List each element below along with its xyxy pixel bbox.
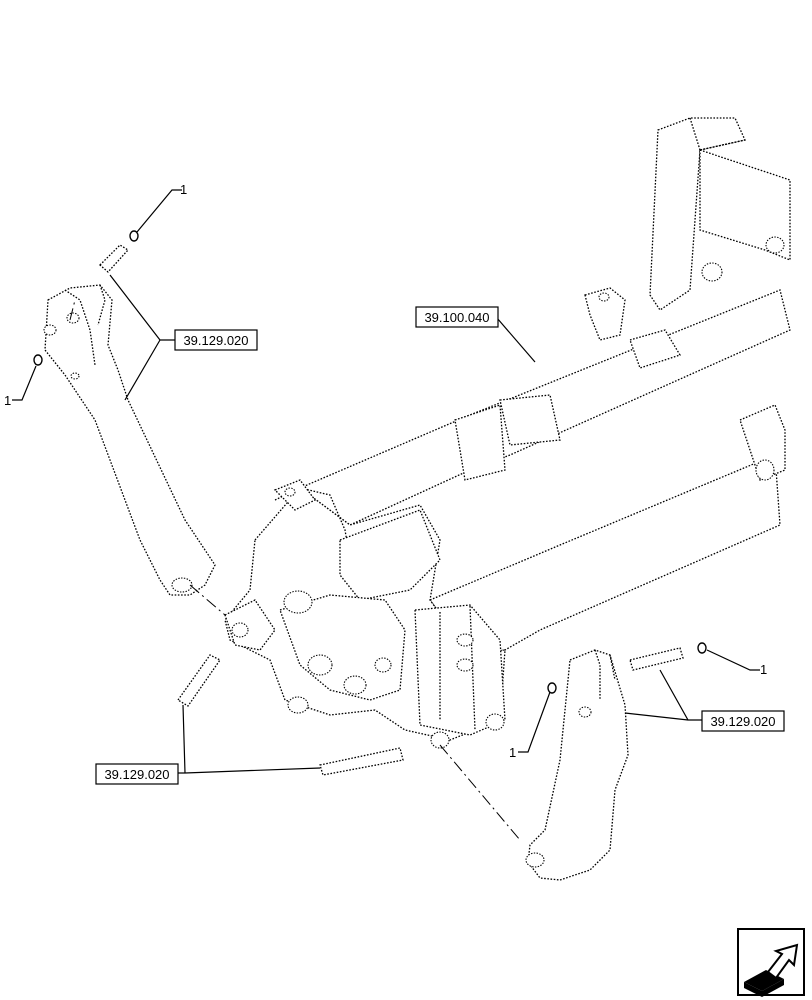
ref-left-arm-label: 39.129.020 (183, 333, 248, 348)
ref-lower-pins[interactable]: 39.129.020 (95, 763, 179, 785)
lower-pins (177, 654, 404, 776)
ref-right-arm-label: 39.129.020 (710, 714, 775, 729)
center-lines (69, 299, 521, 841)
callout-lower-right: 1 (509, 745, 516, 760)
left-arm-part (33, 230, 216, 596)
chassis-frame (224, 117, 791, 749)
callout-right-pin: 1 (760, 662, 767, 677)
right-arm-part (525, 642, 707, 881)
callout-mid-left: 1 (4, 393, 11, 408)
ref-frame[interactable]: 39.100.040 (415, 306, 499, 328)
next-page-arrow-icon[interactable] (737, 928, 805, 997)
callout-top-left: 1 (180, 182, 187, 197)
ref-left-arm[interactable]: 39.129.020 (174, 329, 258, 351)
ref-frame-label: 39.100.040 (424, 310, 489, 325)
ref-lower-pins-label: 39.129.020 (104, 767, 169, 782)
ref-right-arm[interactable]: 39.129.020 (701, 710, 785, 732)
